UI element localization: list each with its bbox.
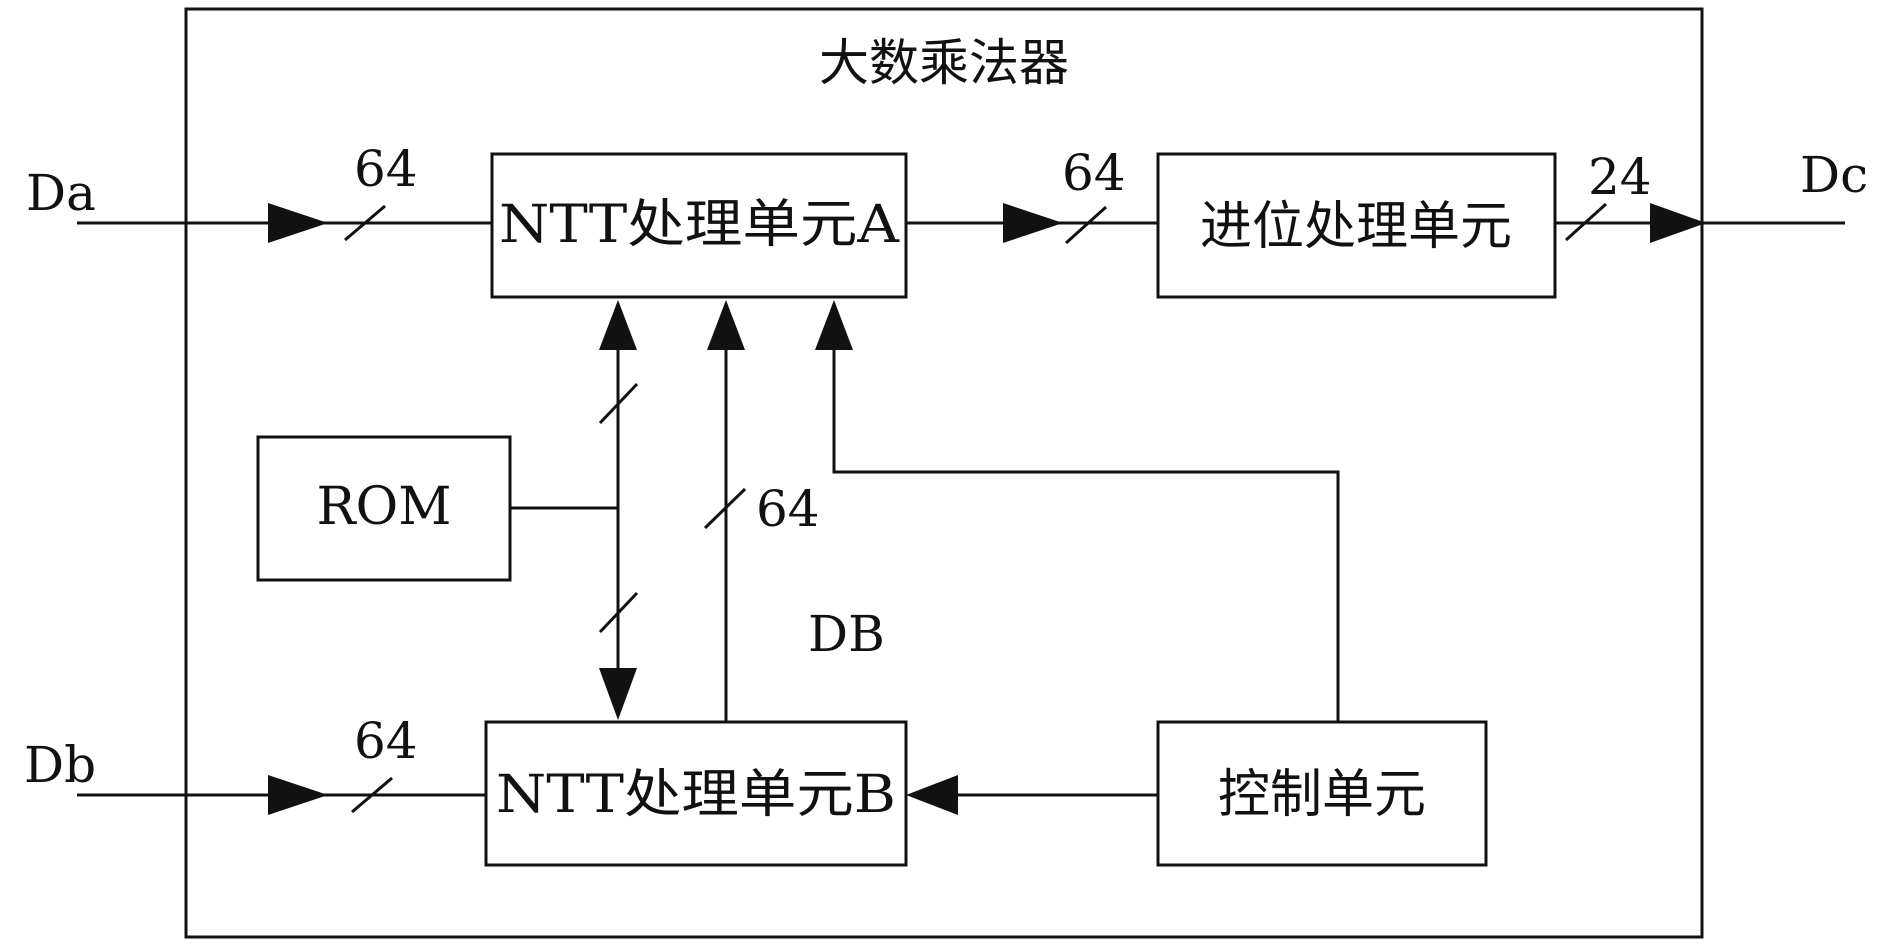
system-boundary xyxy=(184,7,1704,939)
a-to-carry-arrowhead xyxy=(1003,203,1063,243)
db-label: Db xyxy=(24,736,96,794)
rom-down-arrowhead xyxy=(599,668,637,720)
b-to-a-bus-slash xyxy=(703,487,747,530)
da-label: Da xyxy=(26,164,96,222)
control-label: 控制单元 xyxy=(1218,765,1426,825)
db-bus-label: DB xyxy=(808,605,885,663)
da-width-label: 64 xyxy=(354,140,418,198)
control-block xyxy=(1156,720,1488,867)
dc-label: Dc xyxy=(1800,146,1868,204)
da-arrowhead xyxy=(268,203,328,243)
ntt-b-block xyxy=(484,720,908,867)
control-to-a-arrowhead xyxy=(815,300,853,350)
dc-bus-slash xyxy=(1564,202,1608,242)
rom-upper-bus-slash xyxy=(598,382,639,425)
b-to-a-width-label: 64 xyxy=(756,480,820,538)
carry-label: 进位处理单元 xyxy=(1200,197,1512,257)
a-to-carry-bus-slash xyxy=(1064,205,1108,245)
db-arrowhead xyxy=(268,775,328,815)
control-to-a-line xyxy=(832,340,1340,722)
rom-lower-bus-slash xyxy=(598,591,639,634)
ntt-a-label: NTT处理单元A xyxy=(499,195,901,255)
a-to-carry-width-label: 64 xyxy=(1062,144,1126,202)
db-width-label: 64 xyxy=(354,712,418,770)
rom-block xyxy=(256,435,512,582)
system-title: 大数乘法器 xyxy=(819,34,1069,92)
dc-width-label: 24 xyxy=(1588,148,1652,206)
ntt-a-block xyxy=(490,152,908,299)
control-to-b-arrowhead xyxy=(906,775,958,815)
rom-up-arrowhead xyxy=(599,300,637,350)
rom-label: ROM xyxy=(316,477,451,537)
db-bus-slash xyxy=(351,776,393,814)
carry-block xyxy=(1156,152,1557,299)
dc-arrowhead xyxy=(1650,203,1706,243)
ntt-b-label: NTT处理单元B xyxy=(496,765,896,825)
b-to-a-arrowhead xyxy=(707,300,745,350)
da-bus-slash xyxy=(344,204,386,242)
